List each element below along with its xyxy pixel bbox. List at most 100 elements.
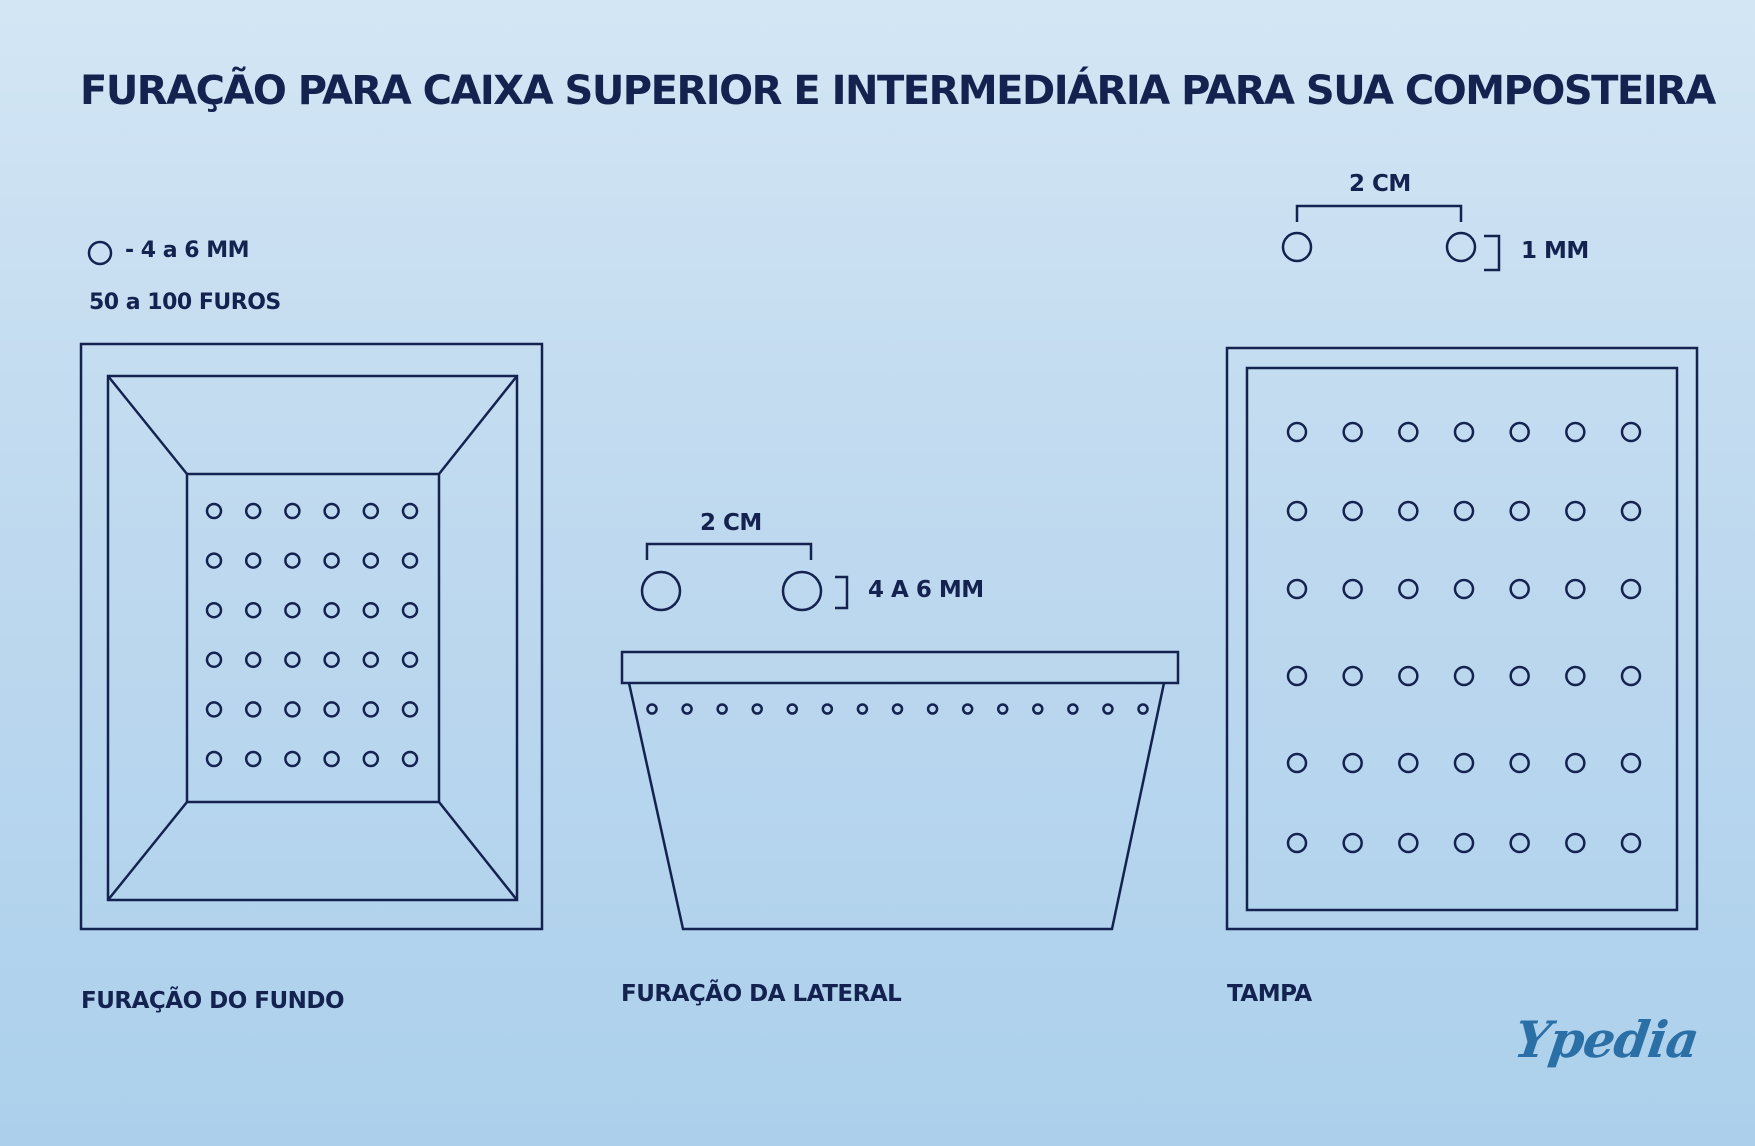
lid-hole bbox=[1398, 578, 1419, 600]
hole-legend-icon bbox=[87, 240, 113, 266]
bottom-hole bbox=[323, 701, 340, 718]
bottom-hole bbox=[362, 701, 380, 718]
lid-hole-grid bbox=[1286, 421, 1642, 854]
bottom-hole bbox=[244, 651, 262, 669]
bottom-hole bbox=[205, 502, 223, 520]
side-hole-sample-icon bbox=[640, 570, 682, 612]
side-spacing-label: 2 CM bbox=[700, 510, 762, 536]
lid-hole bbox=[1286, 665, 1308, 687]
lid-hole bbox=[1398, 752, 1419, 774]
bottom-hole bbox=[323, 552, 340, 569]
side-box-rim bbox=[620, 650, 1180, 685]
bottom-hole bbox=[205, 651, 223, 669]
side-hole bbox=[1067, 703, 1079, 715]
bottom-hole bbox=[401, 750, 419, 768]
bottom-box-outer bbox=[79, 342, 544, 931]
bottom-hole bbox=[244, 701, 262, 718]
bottom-box-drawing bbox=[79, 342, 544, 931]
side-hole bbox=[646, 703, 658, 715]
bottom-hole bbox=[244, 552, 262, 569]
lid-hole bbox=[1286, 421, 1308, 443]
lid-hole bbox=[1620, 752, 1642, 774]
side-hole-row bbox=[646, 703, 1149, 715]
bottom-box-inner bbox=[106, 374, 519, 902]
side-caption: FURAÇÃO DA LATERAL bbox=[621, 981, 902, 1007]
lid-hole bbox=[1565, 752, 1586, 774]
lid-hole bbox=[1509, 665, 1530, 687]
lid-hole bbox=[1286, 832, 1308, 854]
bottom-hole bbox=[244, 750, 262, 768]
bottom-hole bbox=[362, 750, 380, 768]
lid-hole-sample-icon bbox=[1445, 231, 1477, 263]
lid-hole bbox=[1398, 500, 1419, 522]
bottom-hole bbox=[244, 601, 262, 619]
side-hole bbox=[1102, 703, 1114, 715]
bottom-hole bbox=[401, 552, 419, 569]
bottom-hole bbox=[323, 750, 340, 768]
lid-hole bbox=[1342, 500, 1363, 522]
lid-hole bbox=[1509, 752, 1530, 774]
bottom-hole bbox=[323, 502, 340, 520]
bottom-hole-grid bbox=[205, 502, 419, 768]
side-hole-size-bracket bbox=[835, 575, 849, 610]
bottom-box-corner-line bbox=[107, 801, 188, 901]
bottom-box-floor bbox=[185, 472, 441, 804]
bottom-hole bbox=[323, 651, 340, 669]
side-hole bbox=[751, 703, 763, 715]
side-hole bbox=[786, 703, 799, 715]
lid-hole bbox=[1453, 578, 1475, 600]
bottom-hole bbox=[244, 502, 262, 520]
lid-hole bbox=[1342, 832, 1363, 854]
bottom-box-corner-line bbox=[107, 375, 188, 475]
bottom-hole bbox=[362, 601, 380, 619]
bottom-hole bbox=[205, 601, 223, 619]
lid-hole bbox=[1453, 752, 1475, 774]
side-hole bbox=[821, 703, 834, 715]
bottom-hole bbox=[284, 750, 301, 768]
lid-dimension-annotation bbox=[1281, 204, 1501, 272]
lid-hole bbox=[1509, 500, 1530, 522]
lid-caption: TAMPA bbox=[1227, 981, 1312, 1007]
lid-hole bbox=[1342, 421, 1363, 443]
side-dimension-annotation bbox=[640, 542, 849, 612]
side-spacing-bracket bbox=[645, 542, 813, 560]
lid-hole-size-bracket bbox=[1484, 234, 1501, 272]
page-title: FURAÇÃO PARA CAIXA SUPERIOR E INTERMEDIÁ… bbox=[80, 68, 1716, 114]
side-hole-sample-icon bbox=[781, 570, 823, 612]
lid-hole bbox=[1565, 832, 1586, 854]
bottom-hole bbox=[401, 701, 419, 718]
bottom-hole bbox=[284, 502, 301, 520]
lid-hole bbox=[1453, 421, 1475, 443]
lid-hole bbox=[1565, 421, 1586, 443]
bottom-hole bbox=[362, 552, 380, 569]
bottom-hole-count-label: 50 a 100 FUROS bbox=[89, 290, 281, 315]
lid-hole bbox=[1620, 421, 1642, 443]
side-box-drawing bbox=[620, 650, 1180, 931]
side-hole-size-label: 4 A 6 MM bbox=[868, 577, 984, 603]
lid-hole bbox=[1342, 578, 1363, 600]
lid-hole bbox=[1509, 832, 1530, 854]
lid-hole bbox=[1453, 665, 1475, 687]
lid-hole bbox=[1565, 578, 1586, 600]
lid-hole bbox=[1620, 500, 1642, 522]
lid-spacing-label: 2 CM bbox=[1349, 171, 1411, 197]
side-hole bbox=[1137, 703, 1149, 715]
lid-hole bbox=[1286, 500, 1308, 522]
lid-hole bbox=[1620, 832, 1642, 854]
side-box-body bbox=[627, 682, 1166, 931]
side-hole bbox=[1032, 703, 1044, 715]
lid-hole bbox=[1342, 752, 1363, 774]
bottom-box-corner-line bbox=[438, 375, 518, 475]
bottom-hole-size-label: - 4 a 6 MM bbox=[125, 238, 250, 263]
side-hole bbox=[926, 703, 939, 715]
side-hole bbox=[856, 703, 869, 715]
side-hole bbox=[961, 703, 974, 715]
bottom-caption: FURAÇÃO DO FUNDO bbox=[81, 988, 345, 1014]
lid-hole bbox=[1509, 421, 1530, 443]
bottom-hole bbox=[284, 701, 301, 718]
lid-hole bbox=[1286, 578, 1308, 600]
lid-hole bbox=[1398, 665, 1419, 687]
bottom-hole bbox=[362, 502, 380, 520]
bottom-hole bbox=[205, 750, 223, 768]
bottom-hole bbox=[401, 502, 419, 520]
